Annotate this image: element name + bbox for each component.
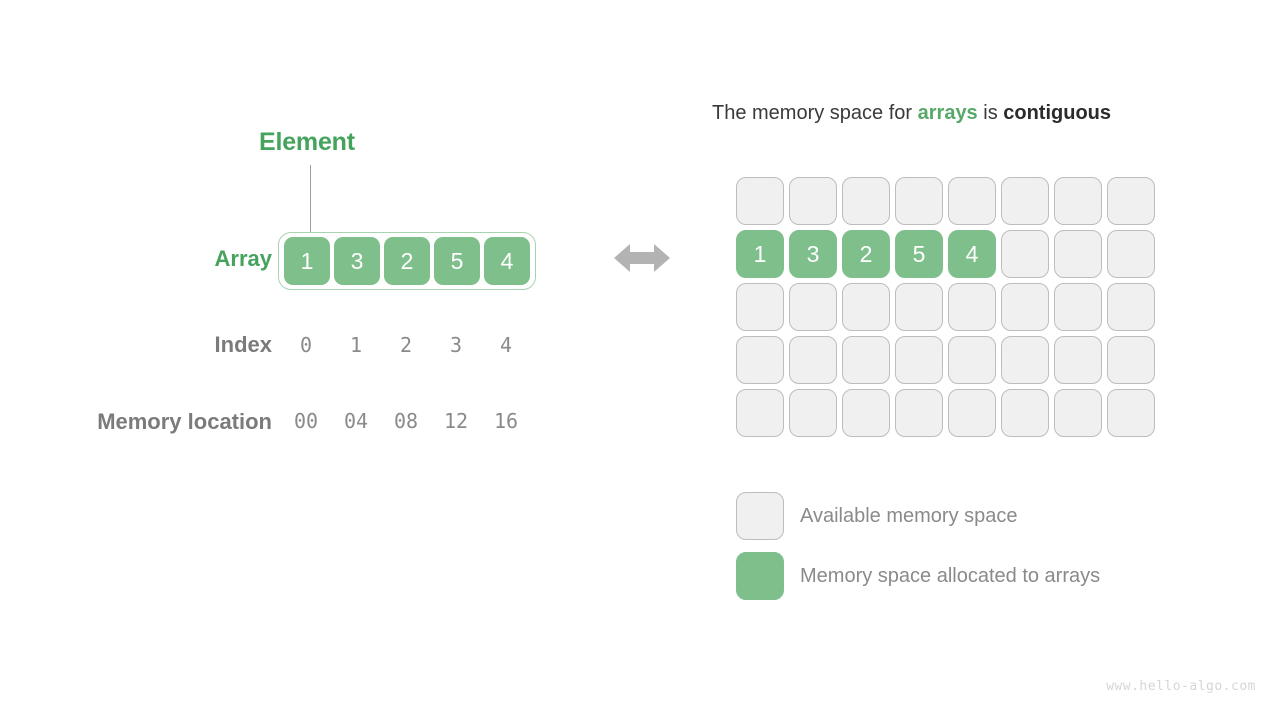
- memory-cell-empty: [1107, 389, 1155, 437]
- heading-part-2: is: [977, 102, 1004, 124]
- memory-cell-empty: [789, 389, 837, 437]
- memory-cell-empty: [736, 283, 784, 331]
- array-cell: 2: [384, 237, 430, 285]
- memory-cell-filled: 2: [842, 230, 890, 278]
- legend-label-allocated: Memory space allocated to arrays: [800, 564, 1101, 587]
- memory-cell-empty: [1107, 177, 1155, 225]
- heading-highlight-arrays: arrays: [917, 102, 978, 124]
- memory-cell-empty: [1001, 283, 1049, 331]
- element-callout-label: Element: [259, 128, 355, 156]
- memory-cell-empty: [1054, 336, 1102, 384]
- memory-cell-empty: [842, 283, 890, 331]
- memory-cell-empty: [895, 389, 943, 437]
- memory-location-row-label: Memory location: [97, 409, 272, 434]
- memory-cell-empty: [789, 336, 837, 384]
- array-cell: 4: [484, 237, 530, 285]
- double-arrow-horizontal-icon: [612, 238, 672, 278]
- memory-cell-filled: 4: [948, 230, 996, 278]
- memory-cell-empty: [1001, 336, 1049, 384]
- memory-cell-empty: [948, 336, 996, 384]
- memory-values-row: 00 04 08 12 16: [278, 409, 534, 433]
- legend-item-available: Available memory space: [736, 492, 1100, 540]
- array-container: 1 3 2 5 4: [278, 232, 536, 290]
- memory-value: 00: [293, 409, 319, 433]
- index-value: 1: [349, 333, 363, 357]
- memory-cell-empty: [842, 177, 890, 225]
- memory-cell-filled: 3: [789, 230, 837, 278]
- memory-cell-empty: [736, 336, 784, 384]
- index-values-row: 0 1 2 3 4: [278, 333, 534, 357]
- memory-cell-empty: [1054, 177, 1102, 225]
- legend-swatch-allocated: [736, 552, 784, 600]
- memory-cell-empty: [736, 177, 784, 225]
- memory-cell-empty: [948, 177, 996, 225]
- legend-swatch-available: [736, 492, 784, 540]
- array-cell: 3: [334, 237, 380, 285]
- memory-cell-empty: [842, 336, 890, 384]
- memory-cell-empty: [1054, 283, 1102, 331]
- memory-cell-empty: [895, 177, 943, 225]
- heading-strong-contiguous: contiguous: [1003, 102, 1112, 124]
- index-value: 3: [449, 333, 463, 357]
- legend: Available memory space Memory space allo…: [736, 492, 1100, 600]
- legend-label-available: Available memory space: [800, 504, 1018, 527]
- page-title: The memory space for arrays is contiguou…: [712, 102, 1111, 125]
- memory-value: 04: [343, 409, 369, 433]
- memory-cell-empty: [1001, 230, 1049, 278]
- array-cell: 5: [434, 237, 480, 285]
- memory-value: 08: [393, 409, 419, 433]
- index-value: 0: [299, 333, 313, 357]
- memory-cell-empty: [789, 177, 837, 225]
- index-value: 4: [499, 333, 513, 357]
- index-value: 2: [399, 333, 413, 357]
- memory-cell-empty: [895, 283, 943, 331]
- memory-value: 16: [493, 409, 519, 433]
- memory-cell-empty: [1107, 230, 1155, 278]
- memory-cell-empty: [1054, 389, 1102, 437]
- memory-cell-empty: [1054, 230, 1102, 278]
- memory-cell-empty: [1001, 389, 1049, 437]
- heading-part-1: The memory space for: [712, 102, 918, 124]
- array-row-label: Array: [214, 246, 272, 271]
- memory-cell-empty: [1107, 336, 1155, 384]
- memory-cell-filled: 1: [736, 230, 784, 278]
- memory-cell-empty: [895, 336, 943, 384]
- memory-cell-empty: [948, 283, 996, 331]
- memory-cell-empty: [948, 389, 996, 437]
- element-leader-line: [310, 165, 311, 237]
- index-row-label: Index: [214, 332, 272, 357]
- memory-value: 12: [443, 409, 469, 433]
- memory-cell-empty: [789, 283, 837, 331]
- memory-grid: 1 3 2 5 4: [736, 177, 1155, 437]
- site-watermark: www.hello-algo.com: [1106, 679, 1256, 694]
- memory-cell-empty: [1107, 283, 1155, 331]
- memory-cell-empty: [1001, 177, 1049, 225]
- memory-cell-filled: 5: [895, 230, 943, 278]
- legend-item-allocated: Memory space allocated to arrays: [736, 552, 1100, 600]
- memory-cell-empty: [736, 389, 784, 437]
- memory-cell-empty: [842, 389, 890, 437]
- array-cell: 1: [284, 237, 330, 285]
